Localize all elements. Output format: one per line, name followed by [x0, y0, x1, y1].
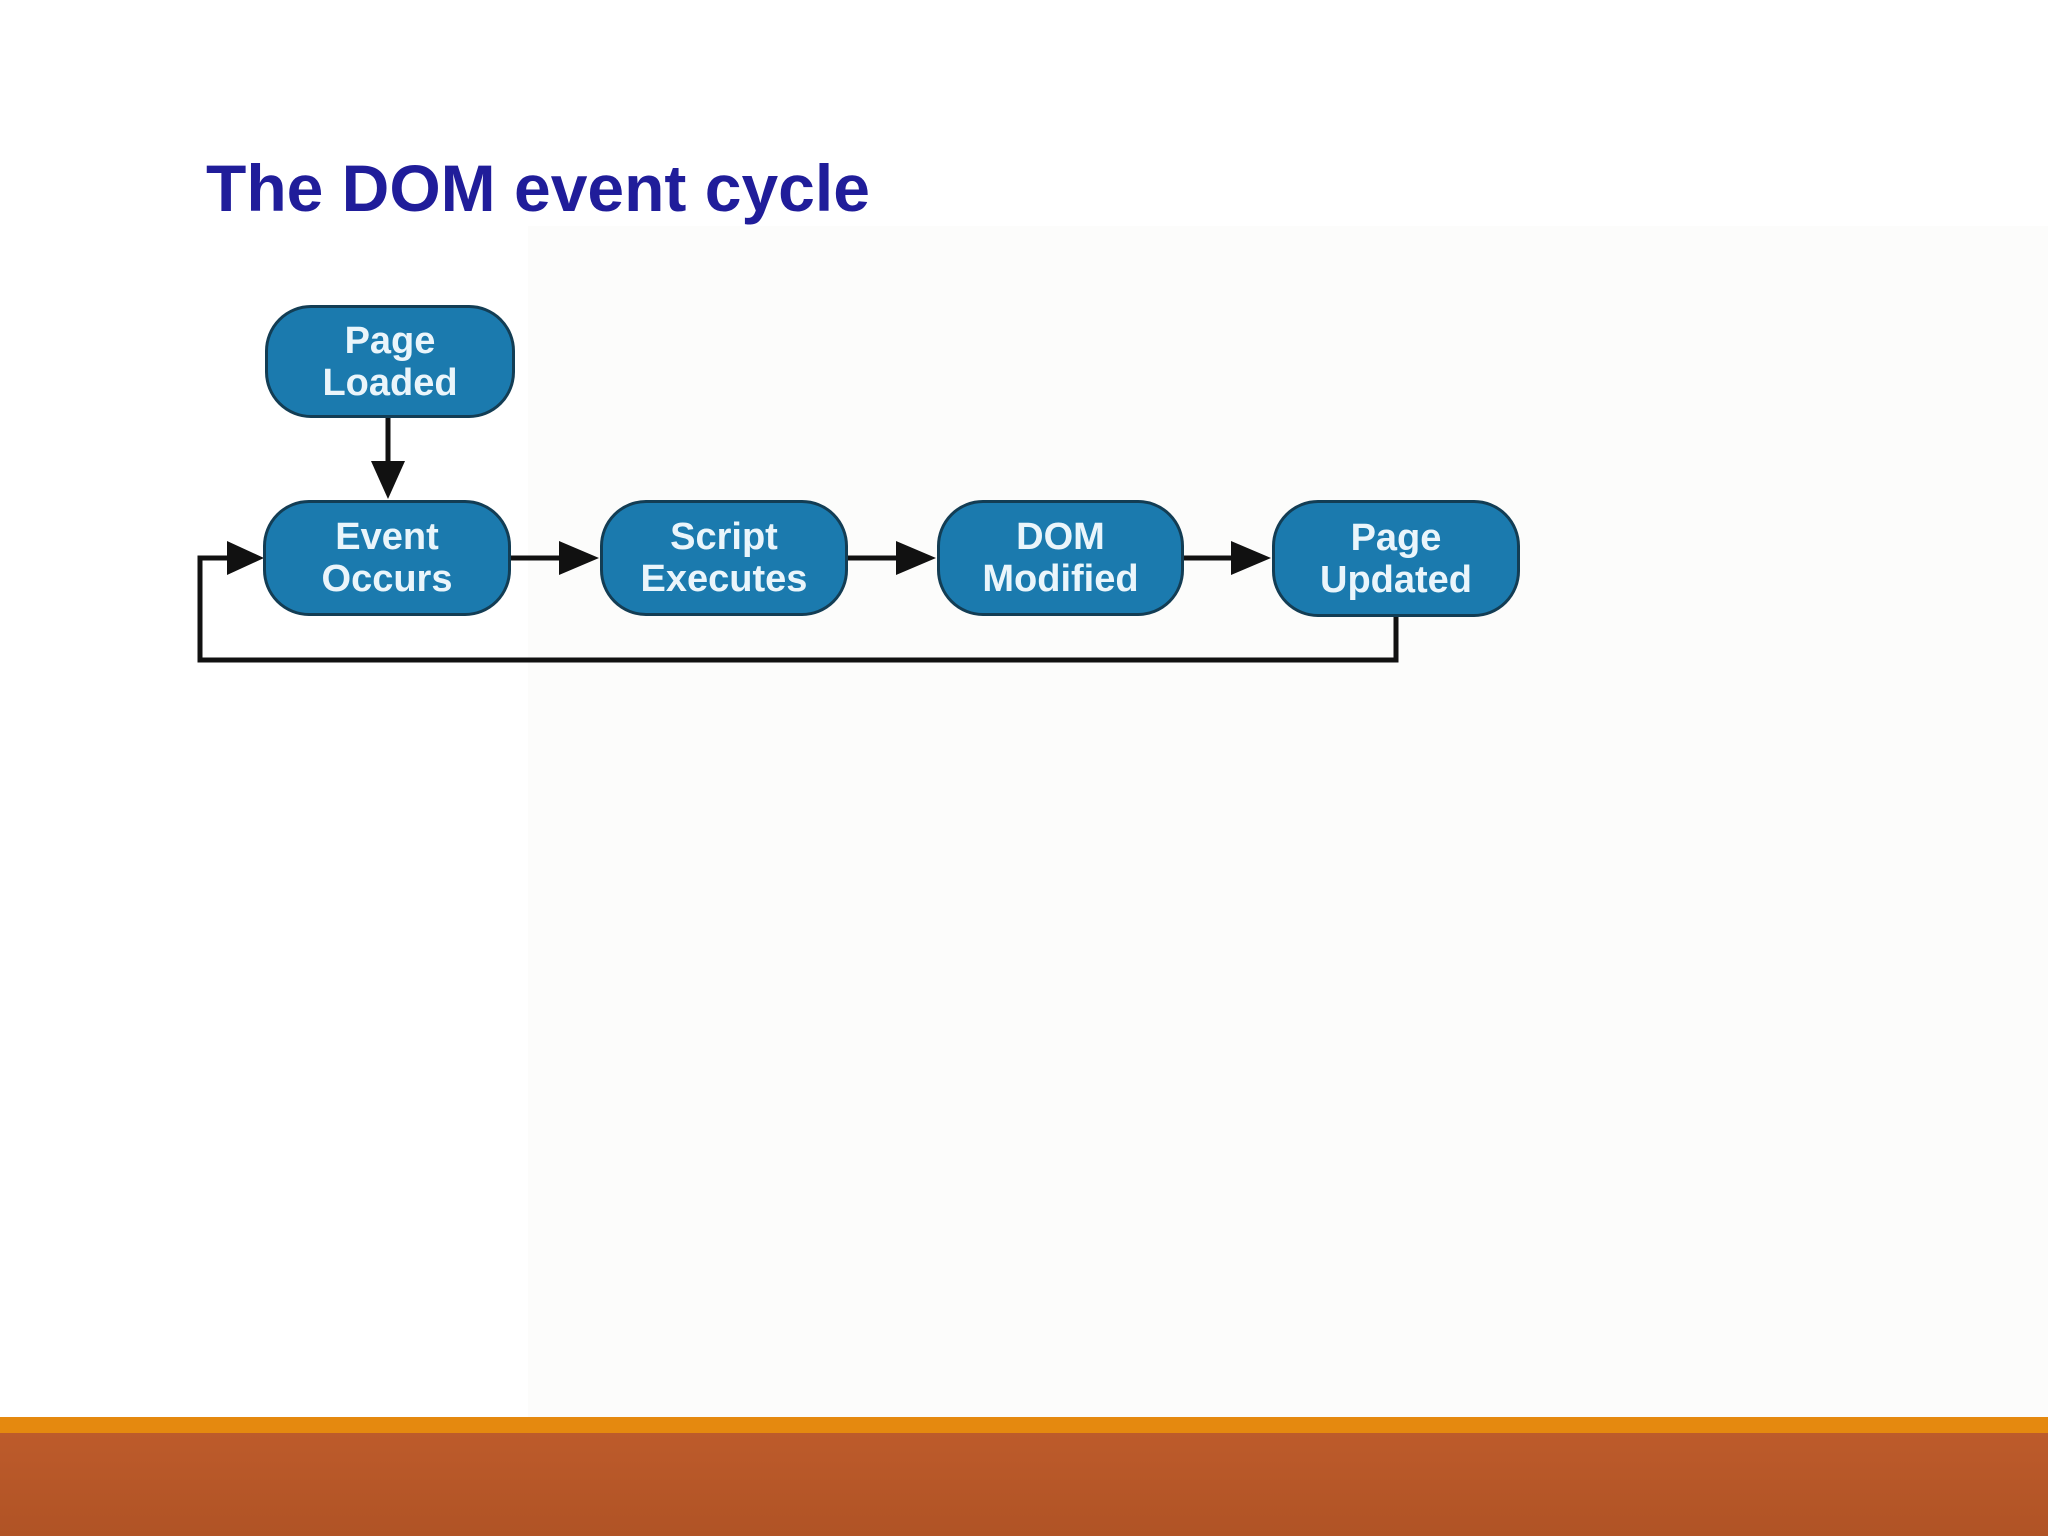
arrow-event-occurs-to-script-executes — [511, 541, 599, 575]
node-event-occurs: Event Occurs — [263, 500, 511, 616]
arrow-dom-modified-to-page-updated — [1184, 541, 1271, 575]
arrow-script-executes-to-dom-modified — [848, 541, 936, 575]
arrow-feedback-loop-page-updated-to-event-occurs — [197, 541, 1399, 663]
node-dom-modified: DOM Modified — [937, 500, 1184, 616]
node-page-updated: Page Updated — [1272, 500, 1520, 617]
node-page-loaded: Page Loaded — [265, 305, 515, 418]
footer-bar — [0, 1433, 2048, 1536]
arrow-page-loaded-to-event-occurs — [371, 418, 405, 499]
node-script-executes: Script Executes — [600, 500, 848, 616]
slide-title: The DOM event cycle — [206, 151, 870, 225]
footer-accent-bar — [0, 1417, 2048, 1433]
content-area — [528, 226, 2048, 1417]
